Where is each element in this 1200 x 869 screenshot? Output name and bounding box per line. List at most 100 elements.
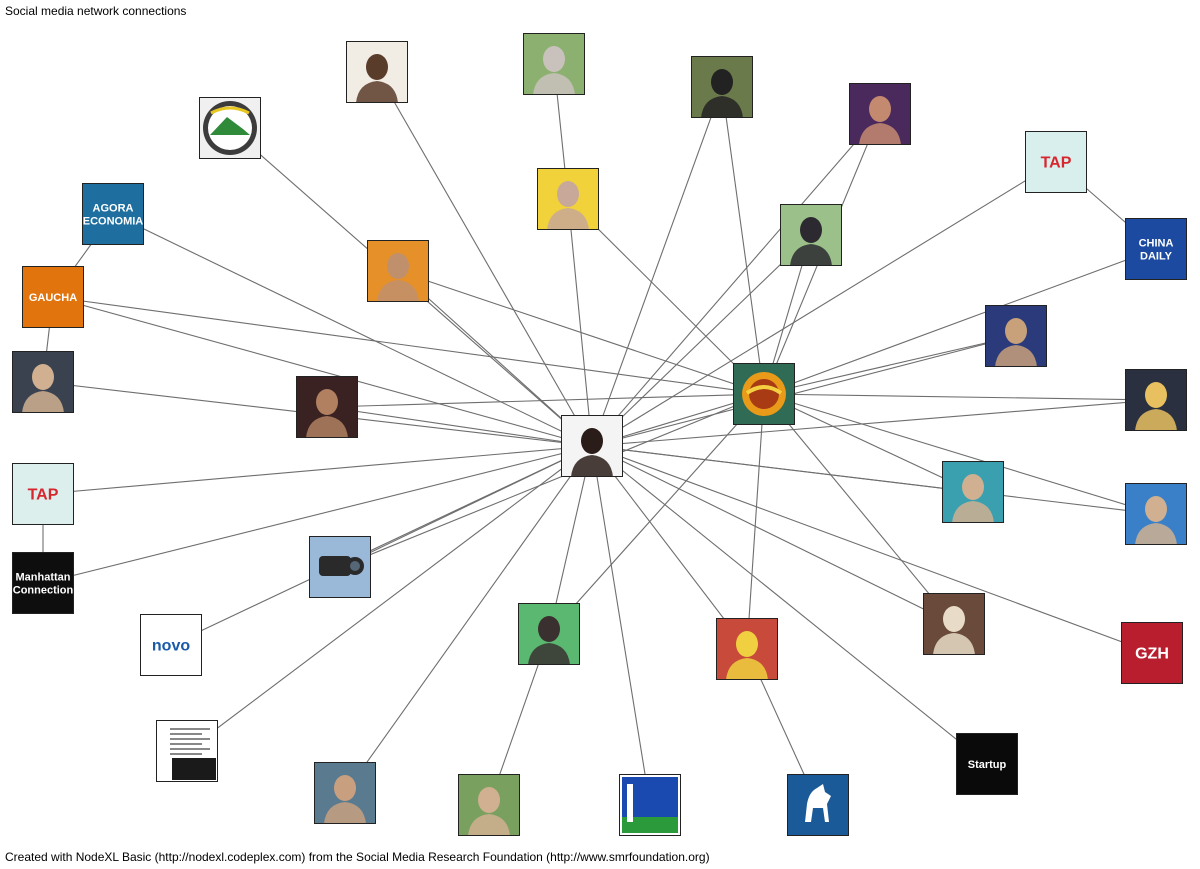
node-image [942,461,1004,523]
node-frame [458,774,520,836]
svg-text:novo: novo [152,638,190,655]
node-frame [22,266,84,328]
node-gzh[interactable]: GZH [1121,622,1183,684]
node-bearded[interactable] [296,376,358,438]
edge-flag-center [591,445,651,806]
edge-bald-man-center [344,445,593,794]
node-frame [956,733,1018,795]
node-frame [367,240,429,302]
svg-text:TAP: TAP [1041,155,1072,172]
node-image [1125,369,1187,431]
node-flag[interactable] [619,774,681,836]
node-image [923,593,985,655]
node-bar[interactable] [716,618,778,680]
node-group-photo[interactable] [1125,483,1187,545]
edge-gzh-center [591,445,1153,654]
node-novo[interactable]: novo [140,614,202,676]
node-tap-top[interactable]: TAP [1025,131,1087,193]
edge-post-center [186,445,593,752]
node-green-man[interactable] [518,603,580,665]
edge-green-man-center [548,445,593,635]
node-camera[interactable] [309,536,371,598]
edge-teal-guy-hub [763,393,974,493]
svg-text:GZH: GZH [1135,646,1169,663]
node-image [296,376,358,438]
node-frame [296,376,358,438]
node-sunglasses[interactable] [780,204,842,266]
node-image [156,720,218,782]
edge-yellow-man-hub [567,198,765,395]
edge-camera-hub [339,393,765,568]
node-image [346,41,408,103]
node-oldman[interactable] [523,33,585,95]
node-post[interactable] [156,720,218,782]
svg-text:Connection: Connection [13,584,74,596]
edge-novo-center [170,445,593,646]
node-frame [12,552,74,614]
node-gaucha[interactable]: GAUCHA [22,266,84,328]
node-image [733,363,795,425]
node-image [199,97,261,159]
edge-man-dark-center [591,86,723,447]
edge-hat-man-center [397,270,593,447]
node-frame [733,363,795,425]
svg-text:CHINA: CHINA [1139,237,1174,249]
edge-tap-left-center [42,445,593,495]
node-frame [849,83,911,145]
node-frame [1125,483,1187,545]
node-image [561,415,623,477]
edge-church-center [591,445,955,625]
node-man-dark[interactable] [691,56,753,118]
node-startup[interactable]: Startup [956,733,1018,795]
node-frame [619,774,681,836]
node-image: GZH [1121,622,1183,684]
edge-church-hub [763,393,955,625]
edge-agora-center [112,213,593,447]
node-church[interactable] [923,593,985,655]
node-woman-cartoon[interactable] [1125,369,1187,431]
node-frame [518,603,580,665]
node-teal-guy[interactable] [942,461,1004,523]
node-image [1125,483,1187,545]
node-image [849,83,911,145]
edge-woman-purple-center [591,113,881,447]
node-hat-man[interactable] [367,240,429,302]
node-couple[interactable] [346,41,408,103]
svg-text:GAUCHA: GAUCHA [29,292,77,304]
node-mountain[interactable] [199,97,261,159]
node-bald-man[interactable] [314,762,376,824]
node-young-man[interactable] [458,774,520,836]
edge-gaucha-hub [52,296,765,395]
node-tap-left[interactable]: TAP [12,463,74,525]
edge-hat-man-hub [397,270,765,395]
node-frame [140,614,202,676]
node-image [787,774,849,836]
node-frame [314,762,376,824]
edge-group-photo-center [591,445,1157,515]
node-image [619,774,681,836]
node-center[interactable] [561,415,623,477]
edge-group-photo-hub [763,393,1157,515]
node-woman-purple[interactable] [849,83,911,145]
node-blue-man[interactable] [985,305,1047,367]
node-suit-man[interactable] [12,351,74,413]
edge-woman-cartoon-hub [763,393,1157,401]
node-horse[interactable] [787,774,849,836]
node-yellow-man[interactable] [537,168,599,230]
node-image [537,168,599,230]
node-image: Startup [956,733,1018,795]
edge-man-dark-hub [721,86,765,395]
node-image [691,56,753,118]
node-image [780,204,842,266]
node-frame [923,593,985,655]
node-frame [309,536,371,598]
node-hub[interactable] [733,363,795,425]
node-image [985,305,1047,367]
node-image [458,774,520,836]
edge-startup-center [591,445,988,765]
